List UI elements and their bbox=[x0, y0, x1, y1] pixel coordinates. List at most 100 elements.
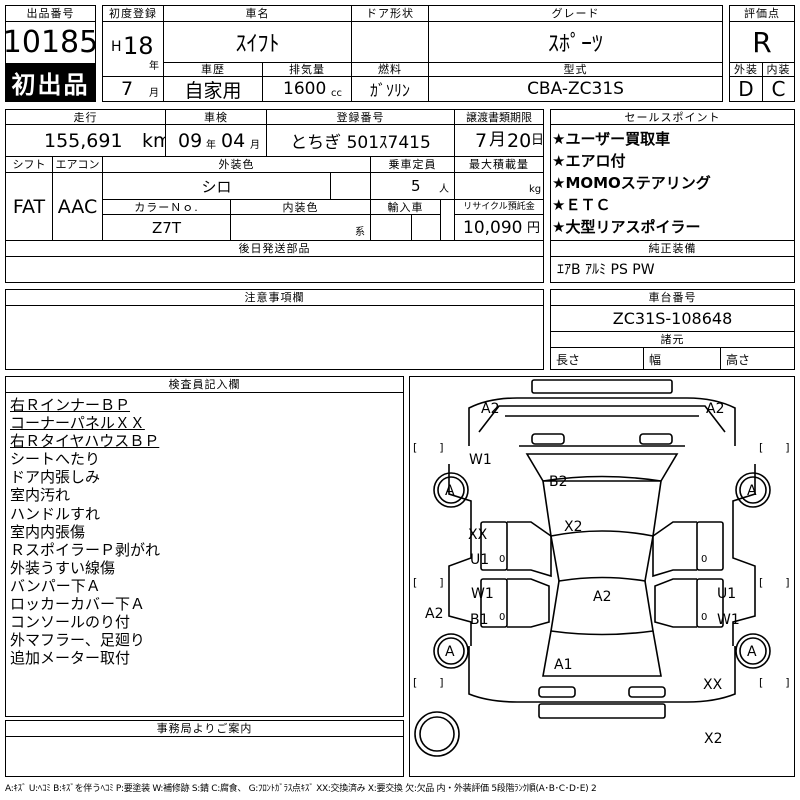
car-name-cell: ｽｲﾌﾄ bbox=[163, 21, 352, 63]
bracket-right-bottom: [ ] bbox=[759, 676, 790, 689]
model: CBA-ZC31S bbox=[527, 79, 624, 99]
chassis-cell: ZC31S-108648 bbox=[550, 305, 795, 332]
score-cell: R bbox=[729, 21, 795, 63]
inspector-item: コーナーパネルＸＸ bbox=[10, 414, 145, 433]
bracket-left-mid: [ ] bbox=[413, 576, 444, 589]
bracket-right-mid: [ ] bbox=[759, 576, 790, 589]
inspector-box bbox=[5, 392, 404, 717]
load-cell: kg bbox=[454, 172, 544, 200]
lot-no: 10185 bbox=[2, 25, 99, 60]
fuel-label: 燃料 bbox=[351, 62, 429, 77]
year-unit: 年 bbox=[149, 61, 159, 72]
int-color-unit: 系 bbox=[355, 227, 365, 238]
shift-cell: FAT bbox=[5, 172, 53, 241]
zero-mark: 0 bbox=[701, 612, 707, 623]
model-label: 型式 bbox=[428, 62, 723, 77]
width-cell: 幅 bbox=[643, 347, 721, 370]
inspector-list: 右ＲインナーＢＰ コーナーパネルＸＸ 右ＲタイヤハウスＢＰ シートへたり ドア内… bbox=[10, 396, 390, 667]
history: 自家用 bbox=[184, 79, 242, 102]
inspector-item: ドア内張しみ bbox=[10, 468, 101, 487]
legend: A:ｷｽﾞ U:ﾍｺﾐ B:ｷｽﾞを伴うﾍｺﾐ P:要塗装 W:補修跡 S:錆 … bbox=[5, 784, 597, 794]
mileage: 155,691 bbox=[44, 130, 123, 152]
length-label: 長さ bbox=[556, 353, 581, 367]
ext-color-extra-cell bbox=[330, 172, 371, 200]
mark-xx-left: XX bbox=[468, 527, 488, 543]
exterior-grade-cell: D bbox=[729, 76, 763, 102]
color-no-label: カラーＮｏ. bbox=[102, 199, 231, 215]
inspection-label: 車検 bbox=[165, 109, 267, 125]
recycle-cell: 10,090 円 bbox=[454, 214, 544, 241]
tire-rr-mark: A bbox=[747, 644, 757, 660]
ac: AAC bbox=[57, 195, 98, 218]
mark-u1-left: U1 bbox=[470, 552, 489, 568]
office-cell bbox=[5, 736, 404, 777]
door-cell bbox=[351, 21, 429, 63]
equipment-cell: ｴｱB ｱﾙﾐ PS PW bbox=[550, 256, 795, 283]
sales-points-label: セールスポイント bbox=[550, 109, 795, 125]
capacity-unit: 人 bbox=[439, 184, 449, 195]
color-no: Z7T bbox=[152, 218, 181, 237]
bracket-left-top: [ ] bbox=[413, 441, 444, 454]
transfer-cell: 7 月 20 日 bbox=[454, 124, 544, 157]
load-label: 最大積載量 bbox=[454, 156, 544, 173]
mark-w1-right: W1 bbox=[717, 612, 740, 628]
equipment: ｴｱB ｱﾙﾐ PS PW bbox=[557, 262, 655, 278]
tire-fl-mark: A bbox=[445, 483, 455, 499]
car-name-label: 車名 bbox=[163, 5, 352, 22]
capacity: 5 bbox=[411, 177, 421, 195]
plate-label: 登録番号 bbox=[266, 109, 455, 125]
model-cell: CBA-ZC31S bbox=[428, 76, 723, 102]
notes-label: 注意事項欄 bbox=[5, 289, 544, 306]
fuel-cell: ｶﾞｿﾘﾝ bbox=[351, 76, 429, 102]
door-label: ドア形状 bbox=[351, 5, 429, 22]
car-name: ｽｲﾌﾄ bbox=[235, 32, 280, 57]
first-reg-month-cell: 7 月 bbox=[102, 76, 164, 102]
recycle-label: リサイクル預託金 bbox=[454, 199, 544, 215]
transfer-day-unit: 日 bbox=[531, 133, 545, 148]
height-label: 高さ bbox=[726, 353, 751, 367]
mark-b1: B1 bbox=[470, 612, 489, 628]
shift: FAT bbox=[12, 195, 46, 218]
displacement-cell: 1600 cc bbox=[262, 76, 352, 102]
tire-rl-mark: A bbox=[445, 644, 455, 660]
later-parts-label: 後日発送部品 bbox=[5, 240, 544, 257]
inspector-item: バンパー下Ａ bbox=[10, 576, 101, 595]
mileage-label: 走行 bbox=[5, 109, 166, 125]
mark-xx-right: XX bbox=[703, 677, 723, 693]
inspection-year: 09 bbox=[178, 130, 203, 152]
inspection-month: 04 bbox=[221, 130, 246, 152]
mark-x2-bottom: X2 bbox=[704, 731, 723, 747]
grade-cell: ｽﾎﾟｰﾂ bbox=[428, 21, 723, 63]
lot-no-cell: 10185 bbox=[2, 21, 99, 64]
displacement: 1600 bbox=[283, 79, 327, 99]
sales-point-item: ★エアロ付 bbox=[552, 152, 626, 170]
zero-mark: 0 bbox=[499, 612, 505, 623]
chassis-label: 車台番号 bbox=[550, 289, 795, 306]
inspector-item: コンソールのり付 bbox=[10, 613, 131, 632]
ac-label: エアコン bbox=[52, 156, 103, 173]
interior-grade-label: 内装 bbox=[762, 62, 795, 77]
shift-label: シフト bbox=[5, 156, 53, 173]
inspector-item: ＲスポイラーＰ剥がれ bbox=[10, 540, 161, 559]
inspection-cell: 09 年 04 月 bbox=[165, 124, 267, 157]
mileage-unit: km bbox=[142, 130, 172, 152]
plate-cell: とちぎ 501ｽ7415 bbox=[266, 124, 455, 157]
month-unit: 月 bbox=[149, 88, 159, 99]
import-extra-cell bbox=[411, 214, 441, 241]
transfer-month: 7 bbox=[475, 130, 488, 152]
chassis: ZC31S-108648 bbox=[612, 309, 733, 328]
zero-mark: 0 bbox=[701, 554, 707, 565]
inspector-item: 追加メーター取付 bbox=[10, 649, 131, 668]
exterior-grade-label: 外装 bbox=[729, 62, 763, 77]
lot-no-label: 出品番号 bbox=[5, 5, 96, 22]
transfer-label: 譲渡書類期限 bbox=[454, 109, 544, 125]
grade: ｽﾎﾟｰﾂ bbox=[547, 32, 603, 57]
score: R bbox=[752, 25, 772, 59]
displacement-unit: cc bbox=[331, 88, 342, 99]
displacement-label: 排気量 bbox=[262, 62, 352, 77]
sales-points-box bbox=[550, 124, 795, 241]
ext-color: シロ bbox=[201, 177, 232, 196]
zero-mark: 0 bbox=[499, 554, 505, 565]
car-diagram-frame bbox=[409, 376, 795, 777]
bracket-left-bottom: [ ] bbox=[413, 676, 444, 689]
